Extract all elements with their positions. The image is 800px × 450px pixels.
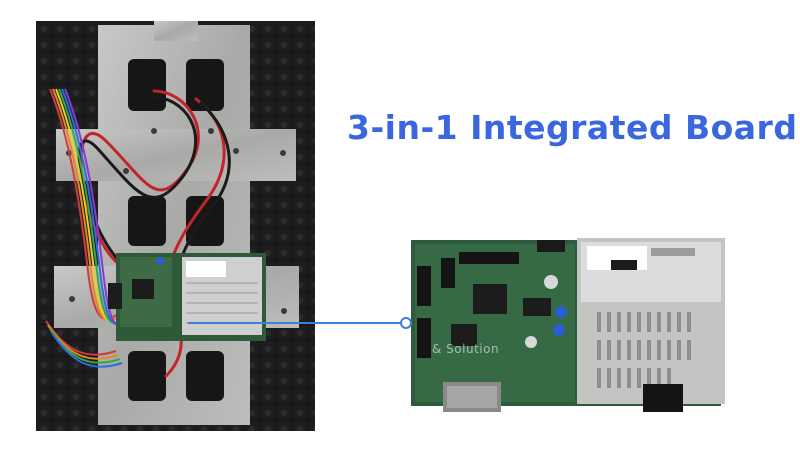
connector-endpoint: [400, 317, 412, 329]
led-panel-illustration: [36, 21, 315, 431]
pin-headers: [417, 252, 519, 358]
integrated-board-illustration: [411, 238, 725, 412]
main-chip: [473, 284, 507, 314]
led-panel-photo: [36, 21, 315, 431]
capacitors: [525, 275, 567, 348]
headline-title: 3-in-1 Integrated Board: [347, 108, 798, 147]
integrated-board-photo: [411, 232, 731, 414]
power-supply-shield: [577, 238, 725, 412]
watermark-text: & Solution: [432, 342, 500, 356]
mounted-control-board: [108, 253, 266, 341]
